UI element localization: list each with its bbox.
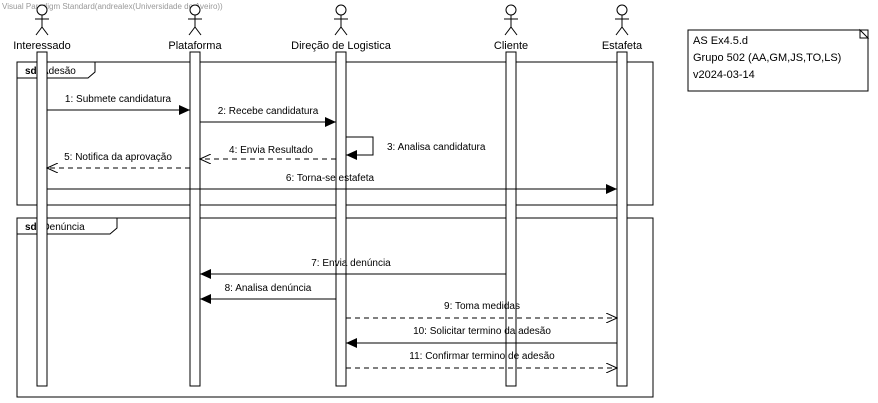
message-label: 10: Solicitar termino da adesão bbox=[413, 326, 551, 337]
message-3: 3: Analisa candidatura bbox=[346, 136, 486, 160]
note-line-2: Grupo 502 (AA,GM,JS,TO,LS) bbox=[693, 52, 841, 64]
message-label: 8: Analisa denúncia bbox=[225, 283, 312, 294]
actor-direcao-logistica: Direção de Logistica bbox=[291, 4, 392, 387]
message-label: 1: Submete candidatura bbox=[65, 94, 172, 105]
note-line-3: v2024-03-14 bbox=[693, 69, 755, 81]
actor-label: Plataforma bbox=[168, 40, 222, 52]
message-arrow bbox=[346, 136, 374, 160]
message-4: 4: Envia Resultado bbox=[200, 145, 336, 159]
actor-stick-figure-icon bbox=[334, 4, 348, 36]
message-6: 6: Torna-se estafeta bbox=[47, 173, 617, 194]
message-1: 1: Submete candidatura bbox=[47, 94, 190, 115]
message-2: 2: Recebe candidatura bbox=[200, 106, 336, 127]
activation-bar bbox=[616, 51, 628, 387]
actor-label: Interessado bbox=[13, 40, 70, 52]
actor-stick-figure-icon bbox=[504, 4, 518, 36]
activation-bar bbox=[36, 51, 48, 387]
message-10: 10: Solicitar termino da adesão bbox=[346, 326, 617, 348]
activation-bar bbox=[505, 51, 517, 387]
activation-bar bbox=[335, 51, 347, 387]
actor-plataforma: Plataforma bbox=[168, 4, 222, 387]
message-8: 8: Analisa denúncia bbox=[200, 283, 336, 304]
actor-stick-figure-icon bbox=[188, 4, 202, 36]
message-label: 11: Confirmar termino de adesão bbox=[409, 351, 555, 362]
actor-interessado: Interessado bbox=[13, 4, 71, 387]
frame-keyword: sd bbox=[25, 222, 37, 233]
frame-denuncia-label: sd Denúncia bbox=[25, 222, 85, 233]
actor-label: Direção de Logistica bbox=[291, 40, 392, 52]
message-label: 4: Envia Resultado bbox=[229, 145, 313, 156]
actor-stick-figure-icon bbox=[35, 4, 49, 36]
watermark-text: Visual Paradigm Standard(andrealex(Unive… bbox=[2, 2, 223, 11]
message-9: 9: Toma medidas bbox=[346, 301, 617, 318]
message-11: 11: Confirmar termino de adesão bbox=[346, 351, 617, 368]
note-line-1: AS Ex4.5.d bbox=[693, 35, 748, 47]
actor-cliente: Cliente bbox=[494, 4, 528, 387]
message-label: 6: Torna-se estafeta bbox=[286, 173, 375, 184]
actor-label: Cliente bbox=[494, 40, 528, 52]
message-label: 7: Envia denúncia bbox=[311, 258, 391, 269]
frame-name: Denúncia bbox=[42, 222, 85, 233]
note-box: AS Ex4.5.d Grupo 502 (AA,GM,JS,TO,LS) v2… bbox=[687, 28, 870, 92]
actor-stick-figure-icon bbox=[615, 4, 629, 36]
actor-label: Estafeta bbox=[602, 40, 643, 52]
activation-bar bbox=[189, 51, 201, 387]
actor-estafeta: Estafeta bbox=[602, 4, 643, 387]
message-label: 9: Toma medidas bbox=[444, 301, 520, 312]
message-5: 5: Notifica da aprovação bbox=[47, 152, 190, 168]
frame-denuncia: sd Denúncia bbox=[16, 217, 654, 398]
message-label: 2: Recebe candidatura bbox=[218, 106, 319, 117]
message-label: 5: Notifica da aprovação bbox=[64, 152, 172, 163]
frame-keyword: sd bbox=[25, 66, 37, 77]
frame-name: Adesão bbox=[42, 66, 76, 77]
message-7: 7: Envia denúncia bbox=[200, 258, 506, 279]
frame-adesao-label: sd Adesão bbox=[25, 66, 76, 77]
message-label: 3: Analisa candidatura bbox=[387, 142, 486, 153]
